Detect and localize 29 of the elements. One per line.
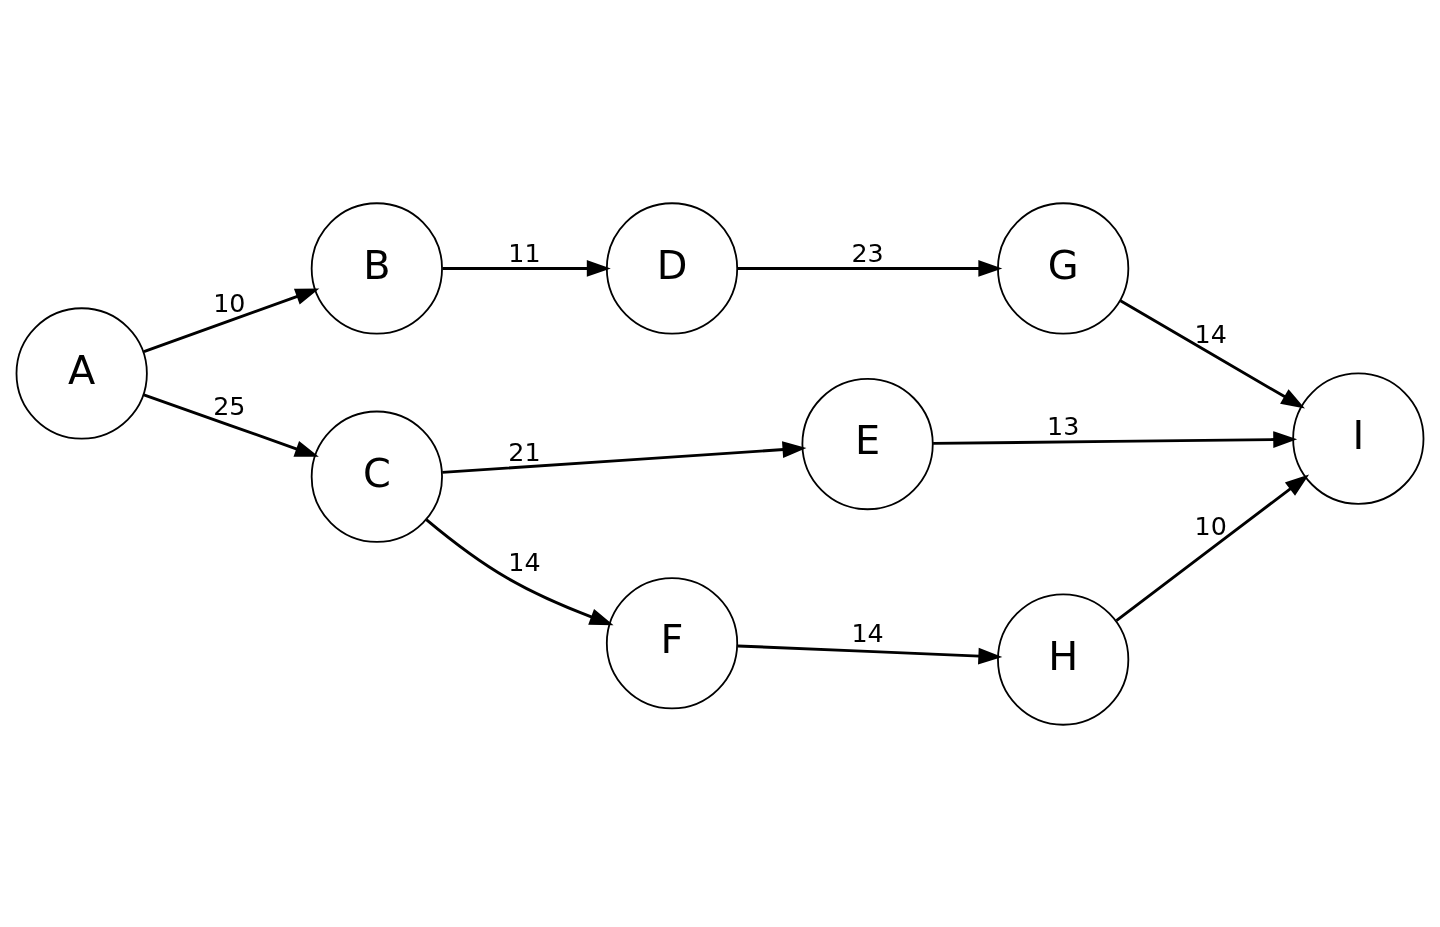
- edge-label: 14: [508, 546, 541, 577]
- node-circle: D: [605, 201, 739, 335]
- node-circle: A: [15, 306, 148, 440]
- arrow: [737, 644, 1003, 664]
- node-circle: E: [801, 377, 934, 510]
- arrow: [442, 440, 807, 474]
- arrow: [737, 259, 1003, 277]
- node-circle: I: [1292, 372, 1425, 505]
- edge-label: 23: [851, 237, 884, 268]
- edge-label: 10: [213, 287, 246, 318]
- edge-label: 14: [851, 617, 884, 648]
- node-circle: G: [997, 201, 1130, 335]
- arrow: [143, 288, 320, 353]
- arrow: [933, 430, 1298, 448]
- node-circle: F: [605, 576, 739, 709]
- edge-label: 25: [213, 390, 246, 421]
- edge-label: 10: [1194, 510, 1227, 541]
- arrow: [442, 259, 611, 277]
- arrow: [425, 518, 614, 625]
- edge-label: 13: [1047, 410, 1080, 441]
- node-circle: H: [997, 592, 1130, 726]
- edge-label: 11: [508, 237, 541, 268]
- arrow: [143, 393, 319, 457]
- arrow: [1119, 299, 1305, 409]
- edge-label: 14: [1194, 318, 1227, 349]
- edge-label: 21: [508, 436, 541, 467]
- arrow: [1115, 474, 1310, 622]
- node-circle: C: [310, 410, 443, 543]
- node-circle: B: [310, 201, 443, 335]
